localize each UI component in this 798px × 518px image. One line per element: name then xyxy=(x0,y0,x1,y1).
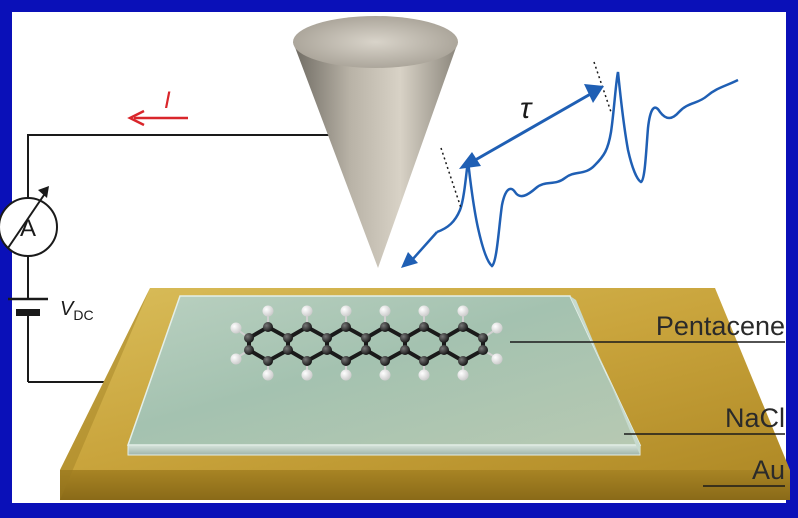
pulse-to-tip-arrow xyxy=(401,231,438,268)
nacl-label: NaCl xyxy=(725,403,785,433)
delay-label: τ xyxy=(520,92,533,125)
ammeter-label: A xyxy=(20,215,36,242)
au-label: Au xyxy=(752,455,785,485)
circuit-wire-top xyxy=(27,134,330,198)
thz-pulse-train xyxy=(436,71,739,268)
ammeter: A xyxy=(0,186,58,257)
dc-voltage-source: VDC xyxy=(8,297,94,323)
label-leaders xyxy=(510,341,785,487)
pentacene-molecule xyxy=(230,305,503,381)
circuit xyxy=(27,134,330,383)
current-label: I xyxy=(164,87,171,114)
stm-tip xyxy=(293,16,458,268)
delay-arrow: τ xyxy=(459,84,604,169)
pentacene-label: Pentacene xyxy=(656,311,785,341)
pulse-waveform xyxy=(436,71,739,268)
current-arrow: I xyxy=(127,87,188,127)
layer-labels: Pentacene NaCl Au xyxy=(656,311,785,485)
voltage-label: VDC xyxy=(60,298,94,323)
